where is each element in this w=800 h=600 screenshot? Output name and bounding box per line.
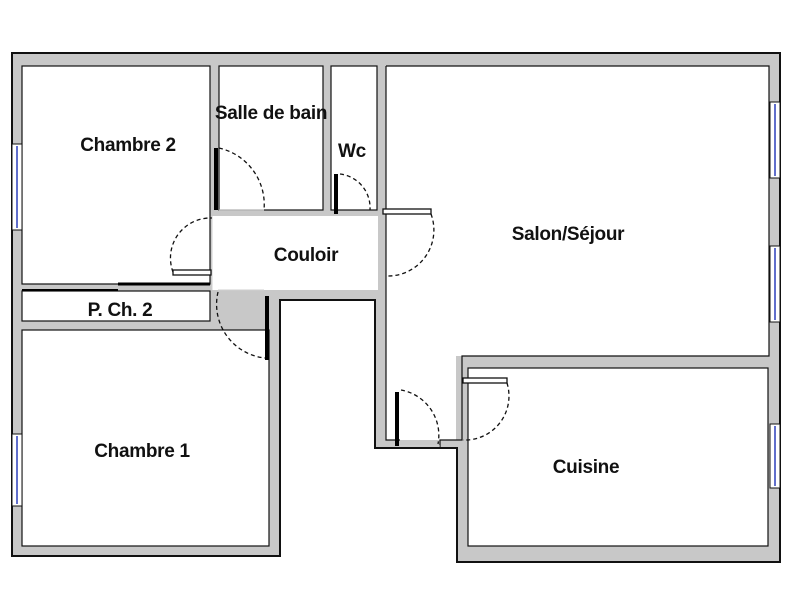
floor-wc: [331, 66, 377, 210]
door-salon-lower: [395, 389, 440, 446]
floor-placard: [22, 291, 210, 321]
room-label-couloir: Couloir: [273, 245, 339, 266]
room-label-salon: Salon/Séjour: [511, 224, 625, 245]
room-label-placard: P. Ch. 2: [87, 300, 153, 321]
floor-chambre-1: [22, 330, 269, 546]
floor-salon: [386, 66, 769, 356]
room-label-wc: Wc: [338, 141, 366, 162]
windows: [11, 101, 781, 507]
room-label-chambre-2: Chambre 2: [80, 135, 176, 156]
floor-chambre-2: [22, 66, 210, 284]
floor-cuisine: [468, 368, 768, 546]
thresholds: [211, 209, 440, 447]
door-wc: [334, 173, 371, 214]
room-label-cuisine: Cuisine: [552, 457, 620, 478]
door-cuisine: [462, 377, 510, 441]
floor-salle-de-bain: [219, 66, 323, 210]
door-salon: [382, 208, 435, 277]
door-salle-de-bain: [214, 147, 265, 211]
door-chambre-2: [169, 217, 213, 276]
room-label-salle-de-bain: Salle de bain: [214, 103, 328, 124]
room-label-chambre-1: Chambre 1: [94, 441, 190, 462]
door-chambre-1: [215, 291, 269, 360]
placard-door: [22, 282, 210, 291]
floor-couloir: [212, 216, 378, 290]
